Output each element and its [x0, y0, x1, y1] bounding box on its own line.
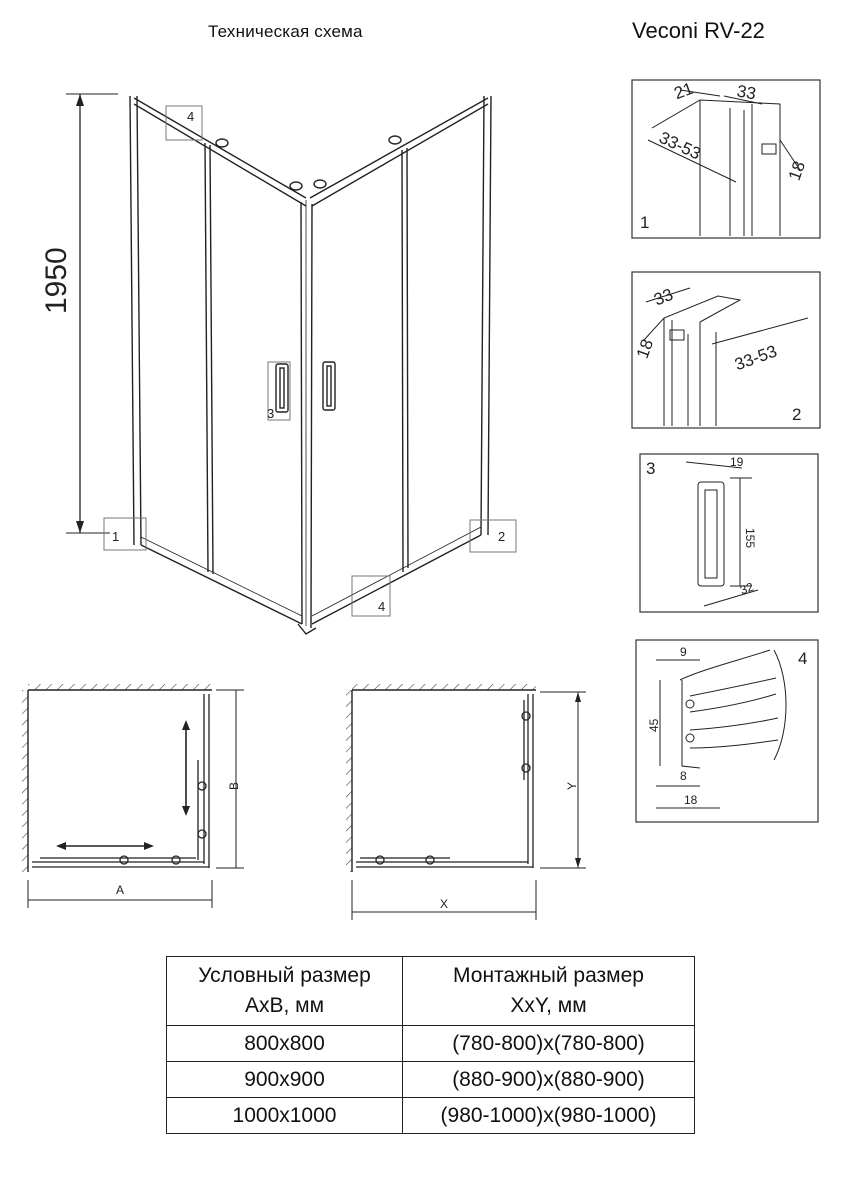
- detail-1-number: 1: [640, 213, 649, 232]
- detail-2-panel: [631, 271, 821, 429]
- detail-3-dim-32: 32: [738, 579, 756, 597]
- plan-xy-width-label: X: [440, 897, 448, 911]
- table-row: 800x800 (780-800)x(780-800): [166, 1025, 695, 1062]
- detail-3-number: 3: [646, 459, 655, 478]
- height-label: 1950: [40, 247, 73, 314]
- table-cell: (780-800)x(780-800): [402, 1025, 695, 1062]
- detail-4-panel: [635, 639, 819, 823]
- detail-4-dim-8: 8: [680, 769, 687, 783]
- detail-4-dim-18: 18: [684, 793, 698, 807]
- callout-label-1: 1: [112, 529, 119, 544]
- plan-ab-width-label: A: [116, 883, 124, 897]
- size-table: Условный размер AxB, мм Монтажный размер…: [166, 956, 695, 1134]
- table-header-row: Условный размер AxB, мм Монтажный размер…: [166, 956, 695, 1026]
- detail-4-number: 4: [798, 649, 807, 668]
- table-row: 1000x1000 (980-1000)x(980-1000): [166, 1097, 695, 1134]
- detail-4-dim-9: 9: [680, 645, 687, 659]
- callout-boxes: [103, 105, 517, 617]
- table-cell: (980-1000)x(980-1000): [402, 1097, 695, 1134]
- plan-ab-depth-label: B: [227, 782, 241, 790]
- model-name: Veconi RV-22: [632, 18, 765, 43]
- detail-1-panel: [631, 79, 821, 239]
- header-line: Условный размер: [198, 964, 371, 987]
- table-header-cell: Монтажный размер XxY, мм: [402, 956, 695, 1026]
- detail-4-dim-45: 45: [647, 718, 661, 732]
- header-line: AxB, мм: [244, 994, 325, 1017]
- plan-xy-depth-label: Y: [565, 782, 579, 790]
- table-cell: 1000x1000: [166, 1097, 403, 1134]
- diagram-title: Техническая схема: [208, 22, 363, 41]
- detail-3-panel: [639, 453, 819, 613]
- detail-1-dim-33: 33: [735, 81, 757, 103]
- callout-label-3: 3: [267, 406, 274, 421]
- table-header-cell: Условный размер AxB, мм: [166, 956, 403, 1026]
- plan-view-xy: [346, 684, 586, 920]
- detail-2-number: 2: [792, 405, 801, 424]
- table-row: 900x900 (880-900)x(880-900): [166, 1061, 695, 1098]
- table-cell: (880-900)x(880-900): [402, 1061, 695, 1098]
- callout-label-4-bottom: 4: [378, 599, 385, 614]
- plan-view-ab: [22, 684, 244, 908]
- table-cell: 800x800: [166, 1025, 403, 1062]
- shower-enclosure-view: [66, 93, 492, 635]
- detail-3-dim-155: 155: [743, 528, 757, 548]
- table-cell: 900x900: [166, 1061, 403, 1098]
- detail-3-dim-19: 19: [730, 455, 744, 469]
- header-line: XxY, мм: [510, 994, 587, 1017]
- callout-label-2: 2: [498, 529, 505, 544]
- header-line: Монтажный размер: [453, 964, 644, 987]
- callout-label-4-top: 4: [187, 109, 194, 124]
